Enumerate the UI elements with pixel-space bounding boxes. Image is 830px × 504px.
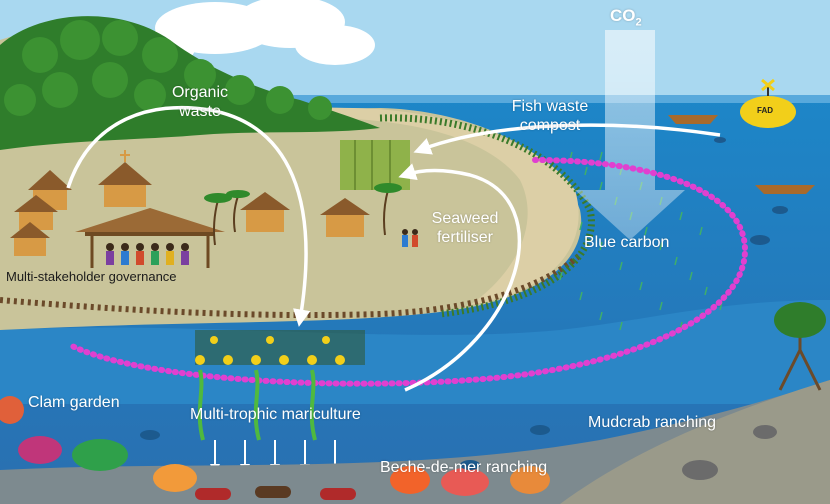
seaweed-fertiliser-arrow [398,163,521,392]
crab-icon [682,425,777,480]
mariculture-raft [195,330,365,365]
church-icon [98,150,152,207]
canoe-icon [668,115,815,194]
giant-clam-icon [18,436,128,471]
organic-waste-label: Organic waste [155,83,245,121]
meeting-house [75,208,225,268]
blue-carbon-label: Blue carbon [584,234,670,251]
beche-de-mer-label: Beche-de-mer ranching [380,459,548,476]
mangrove-fringe [379,114,595,318]
crop-field [340,140,410,190]
person-icon [106,229,418,265]
fad-label: FAD [757,106,773,115]
fish-waste-label: Fish waste compost [490,97,610,135]
seaweed-line1: Seaweed [431,210,499,227]
seaweed-icon [197,369,317,441]
fish-icon [140,137,788,470]
mudcrab-label: Mudcrab ranching [588,414,717,431]
coral-icon [0,396,550,496]
forest-canopy [4,20,332,120]
mangrove-icon [774,302,826,391]
palm-fronds [204,183,402,203]
fish-waste-line2: compost [519,117,581,134]
mariculture-label: Multi-trophic mariculture [190,406,361,423]
dotted-boundary [67,157,749,387]
sea-cucumber-icon [195,486,356,500]
mudflat [560,380,830,504]
mangrove-shore [0,252,582,319]
palm-tree-icon [213,189,389,246]
seaweed-line2: fertiliser [436,229,493,246]
sea-surface [0,95,830,103]
co2-label: CO2 [610,6,642,29]
beach [330,107,579,306]
clam-garden-label: Clam garden [28,394,120,411]
house-icon [10,170,370,256]
seaweed-fertiliser-label: Seaweed fertiliser [425,209,505,247]
fad-buoy-icon [740,78,796,128]
co2-arrow [575,30,685,240]
fish-waste-arrow [413,123,721,155]
governance-label: Multi-stakeholder governance [6,269,177,284]
fish-waste-line1: Fish waste [511,98,589,115]
organic-waste-line2: waste [179,103,221,120]
organic-waste-line1: Organic [171,84,229,101]
organic-waste-arrow [66,105,311,327]
